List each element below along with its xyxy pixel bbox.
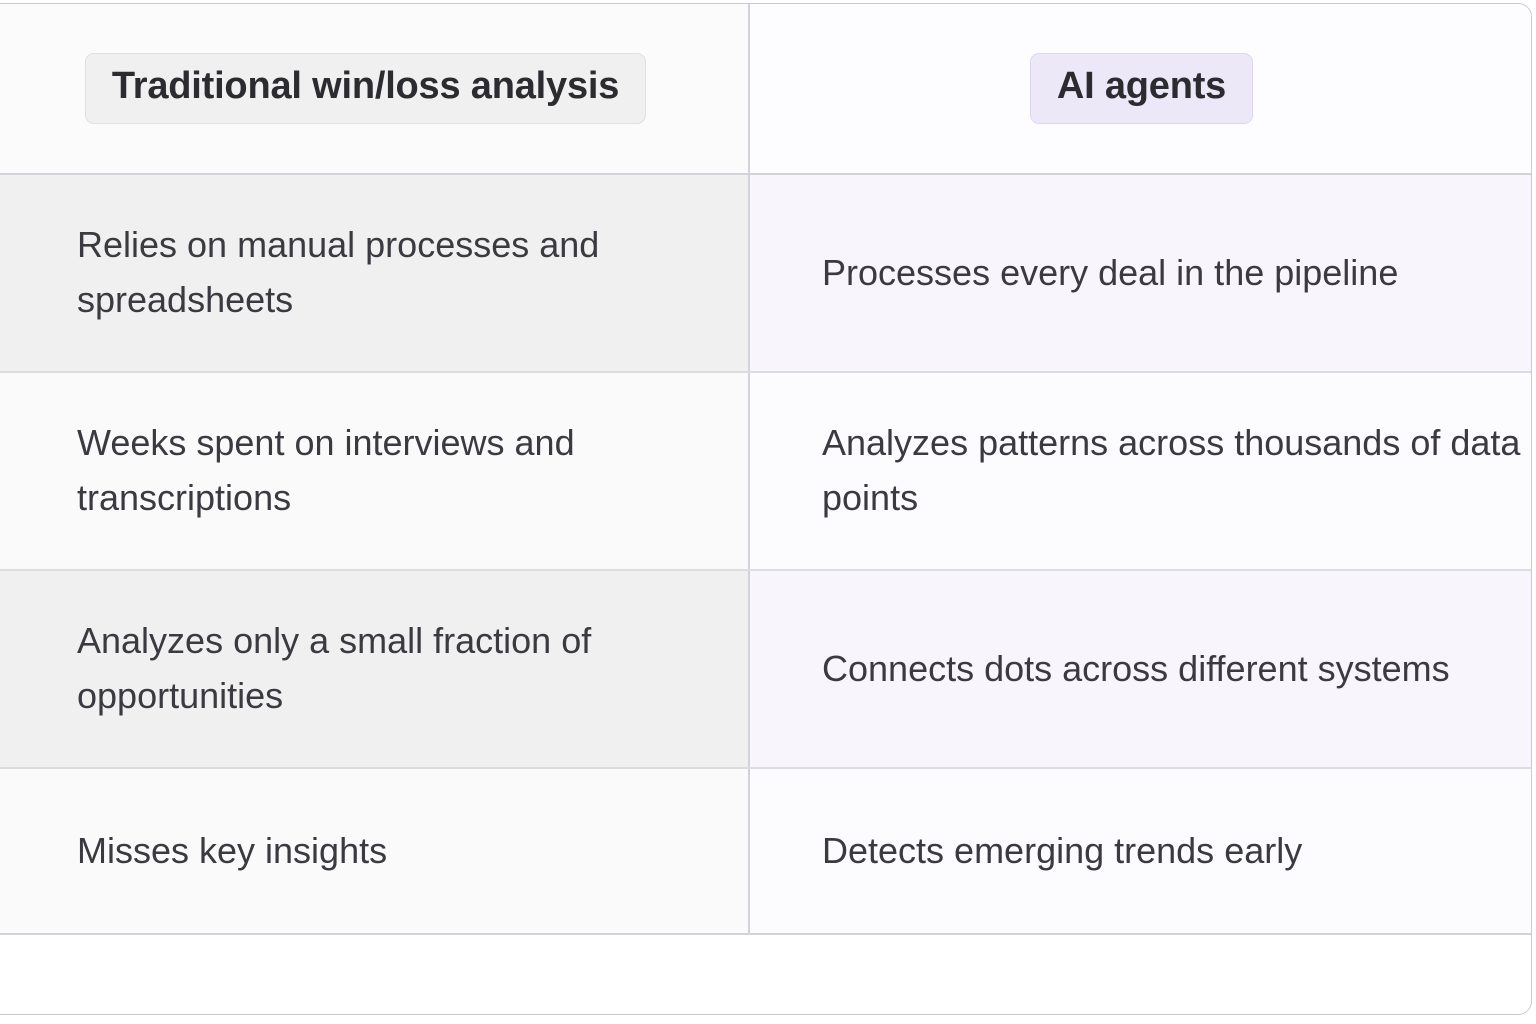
cell-text: Analyzes patterns across thousands of da… (822, 422, 1521, 518)
cell-text: Misses key insights (77, 829, 388, 871)
cell-text: Weeks spent on interviews and transcript… (77, 422, 575, 518)
header-row: Traditional win/loss analysis AI agents (0, 4, 1531, 175)
column-header-ai-agents: AI agents (749, 4, 1531, 175)
cell-text: Analyzes only a small fraction of opport… (77, 620, 592, 716)
cell-traditional: Relies on manual processes and spreadshe… (0, 174, 750, 373)
column-header-traditional-pill: Traditional win/loss analysis (84, 53, 647, 124)
cell-ai-agents: Analyzes patterns across thousands of da… (749, 372, 1531, 571)
comparison-table: Traditional win/loss analysis AI agents … (0, 4, 1531, 935)
table-footer-space (0, 935, 1531, 1014)
cell-text: Detects emerging trends early (822, 829, 1303, 871)
cell-ai-agents: Detects emerging trends early (749, 768, 1531, 935)
cell-traditional: Misses key insights (0, 768, 750, 935)
comparison-table-card: Traditional win/loss analysis AI agents … (0, 3, 1532, 1015)
table-row: Relies on manual processes and spreadshe… (0, 174, 1531, 373)
table-body: Relies on manual processes and spreadshe… (0, 174, 1531, 935)
table-row: Misses key insights Detects emerging tre… (0, 768, 1531, 935)
cell-ai-agents: Processes every deal in the pipeline (749, 174, 1531, 373)
cell-traditional: Weeks spent on interviews and transcript… (0, 372, 750, 571)
table-row: Weeks spent on interviews and transcript… (0, 372, 1531, 571)
cell-text: Processes every deal in the pipeline (822, 251, 1399, 293)
cell-text: Relies on manual processes and spreadshe… (77, 224, 600, 320)
column-header-traditional: Traditional win/loss analysis (0, 4, 750, 175)
table-row: Analyzes only a small fraction of opport… (0, 570, 1531, 769)
cell-ai-agents: Connects dots across different systems (749, 570, 1531, 769)
cell-traditional: Analyzes only a small fraction of opport… (0, 570, 750, 769)
column-header-ai-agents-pill: AI agents (1029, 53, 1254, 124)
cell-text: Connects dots across different systems (822, 647, 1450, 689)
table-header: Traditional win/loss analysis AI agents (0, 4, 1531, 175)
